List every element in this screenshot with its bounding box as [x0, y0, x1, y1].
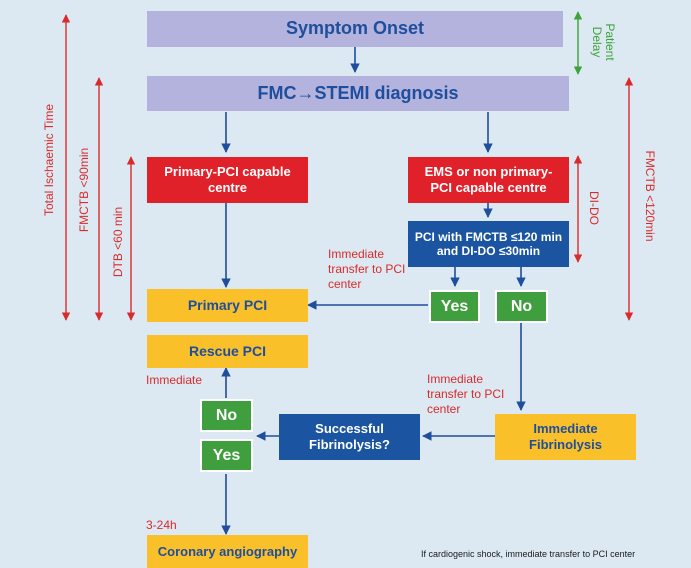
total-ischaemic-time-label: Total Ischaemic Time	[42, 103, 56, 217]
pci-capable-centre-box: Primary-PCI capable centre	[147, 157, 308, 203]
fmctb-90-label: FMCTB <90min	[77, 147, 91, 233]
immediate-transfer-label-2: Immediate transfer to PCI center	[427, 372, 505, 416]
cardiogenic-shock-footnote: If cardiogenic shock, immediate transfer…	[421, 549, 636, 559]
patient-delay-label: Patient Delay	[590, 21, 618, 63]
immediate-label: Immediate	[146, 373, 203, 387]
immediate-fibrinolysis-box: Immediate Fibrinolysis	[495, 414, 636, 460]
yes-decision-left: Yes	[200, 439, 253, 472]
ems-non-pci-box: EMS or non primary-PCI capable centre	[408, 157, 569, 203]
rescue-pci-box: Rescue PCI	[147, 335, 308, 368]
successful-fibrinolysis-box: Successful Fibrinolysis?	[279, 414, 420, 460]
fmctb-120-label: FMCTB <120min	[643, 150, 657, 242]
patient-delay-text: Patient Delay	[590, 23, 618, 61]
coronary-angiography-box: Coronary angiography	[147, 535, 308, 568]
primary-pci-box: Primary PCI	[147, 289, 308, 322]
dtb-60-label: DTB <60 min	[111, 206, 125, 278]
stemi-diagnosis-box: FMC→STEMI diagnosis	[147, 76, 569, 111]
immediate-transfer-label-1: Immediate transfer to PCI center	[328, 247, 406, 291]
no-decision-left: No	[200, 399, 253, 432]
yes-decision-top: Yes	[429, 290, 480, 323]
no-decision-top: No	[495, 290, 548, 323]
symptom-onset-box: Symptom Onset	[147, 11, 563, 47]
time-3-24h-label: 3-24h	[146, 518, 177, 532]
di-do-label: DI-DO	[587, 191, 601, 225]
pci-criteria-box: PCI with FMCTB ≤120 min and DI-DO ≤30min	[408, 221, 569, 267]
